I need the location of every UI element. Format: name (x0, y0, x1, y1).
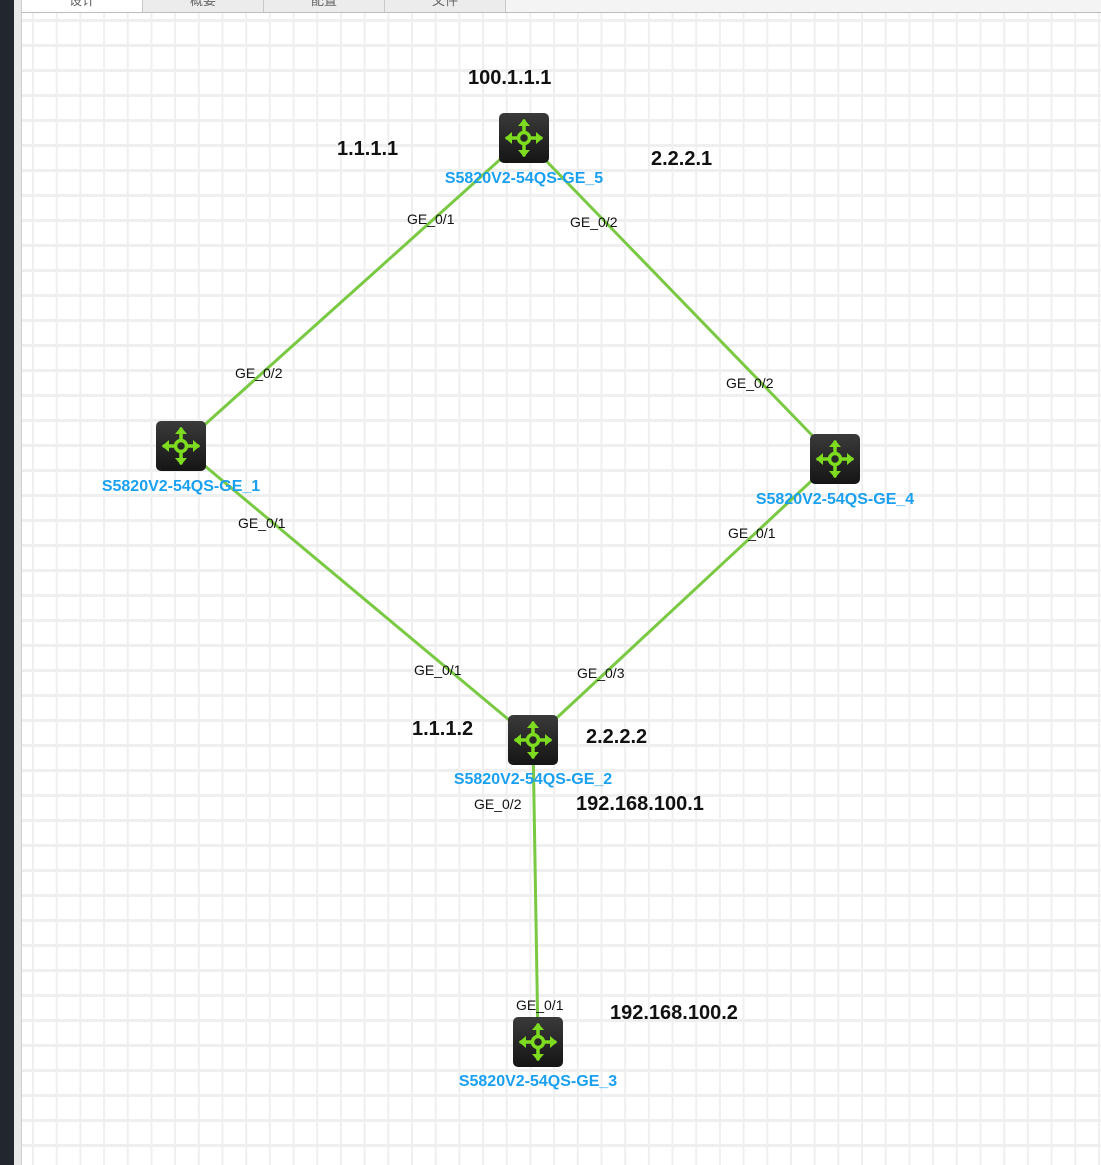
port-label: GE_0/1 (407, 211, 455, 227)
device-5[interactable] (499, 113, 549, 163)
ip-label: 192.168.100.1 (576, 793, 704, 815)
ip-label: 1.1.1.2 (412, 718, 474, 740)
link-1-2[interactable] (180, 444, 534, 742)
ip-label: 2.2.2.1 (651, 148, 713, 170)
port-label: GE_0/2 (235, 365, 283, 381)
device-2[interactable] (508, 715, 558, 765)
port-label: GE_0/1 (238, 515, 286, 531)
switch-router-icon (499, 119, 549, 167)
port-label: GE_0/2 (726, 375, 774, 391)
tab-bar: 设计 概要 配置 文件 (22, 0, 1101, 13)
port-label: GE_0/1 (728, 525, 776, 541)
tab-design[interactable]: 设计 (22, 0, 143, 12)
port-label: GE_0/3 (577, 665, 625, 681)
left-dark-bar (0, 0, 14, 1165)
device-3[interactable] (513, 1017, 563, 1067)
switch-router-icon (810, 440, 860, 488)
ip-label: 100.1.1.1 (468, 67, 552, 89)
tab-config[interactable]: 配置 (264, 0, 385, 12)
link-4-2[interactable] (531, 457, 837, 742)
port-label: GE_0/2 (474, 796, 522, 812)
link-5-1[interactable] (179, 136, 526, 448)
device-4[interactable] (810, 434, 860, 484)
ip-label: 1.1.1.1 (337, 138, 399, 160)
device-label[interactable]: S5820V2-54QS-GE_1 (101, 478, 261, 495)
left-panel-edge (14, 0, 22, 1165)
device-label[interactable]: S5820V2-54QS-GE_3 (458, 1073, 618, 1090)
port-label: GE_0/1 (414, 662, 462, 678)
topology-canvas[interactable] (22, 13, 1101, 1165)
device-label[interactable]: S5820V2-54QS-GE_5 (444, 170, 604, 187)
port-label: GE_0/1 (516, 997, 564, 1013)
link-2-3[interactable] (531, 739, 540, 1043)
switch-router-icon (513, 1023, 563, 1071)
device-label[interactable]: S5820V2-54QS-GE_2 (453, 771, 613, 788)
tab-overview[interactable]: 概要 (143, 0, 264, 12)
device-label[interactable]: S5820V2-54QS-GE_4 (755, 491, 915, 508)
switch-router-icon (508, 721, 558, 769)
device-1[interactable] (156, 421, 206, 471)
ip-label: 192.168.100.2 (610, 1002, 738, 1024)
link-5-4[interactable] (522, 136, 837, 461)
ip-label: 2.2.2.2 (586, 726, 648, 748)
port-label: GE_0/2 (570, 214, 618, 230)
switch-router-icon (156, 427, 206, 475)
tab-files[interactable]: 文件 (385, 0, 506, 12)
